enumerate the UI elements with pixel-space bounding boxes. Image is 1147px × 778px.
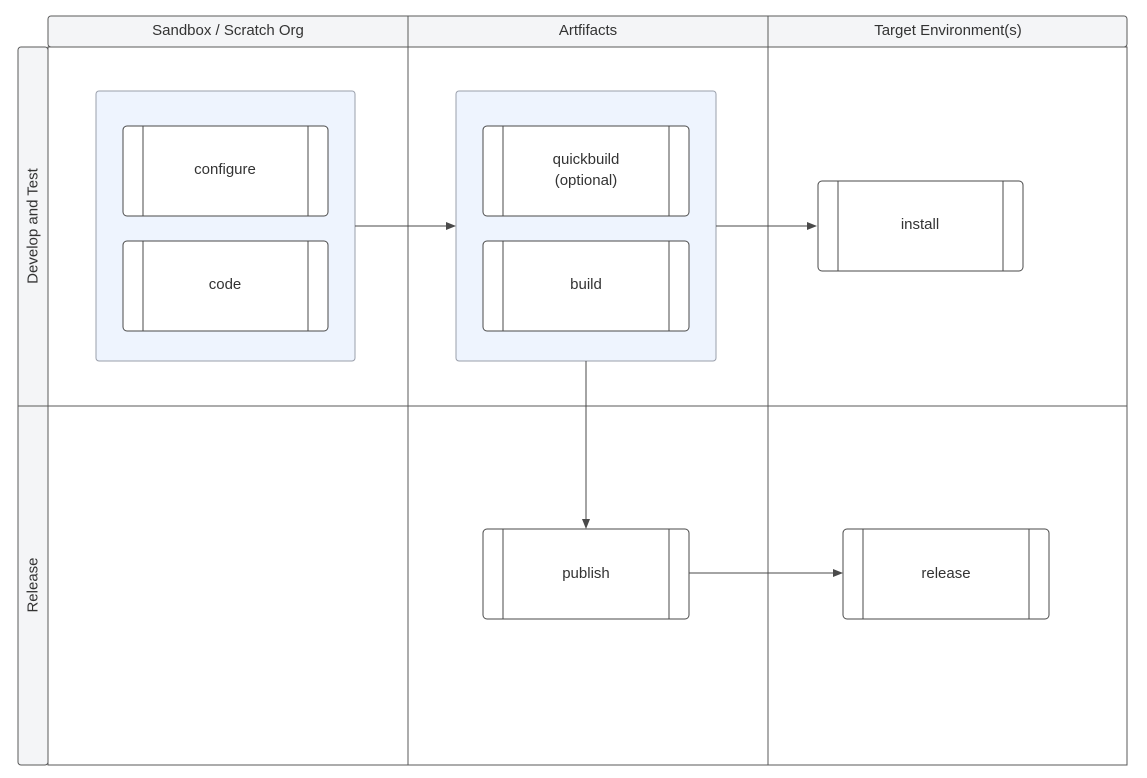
- node-build-label: build: [570, 276, 602, 293]
- row-header-develop-and-test: Develop and Test: [25, 167, 42, 283]
- node-quickbuild-label-line2: (optional): [555, 172, 618, 189]
- node-install-label: install: [901, 216, 939, 233]
- node-install[interactable]: install: [817, 180, 1024, 272]
- node-configure-label: configure: [194, 161, 256, 178]
- node-code[interactable]: code: [122, 240, 329, 332]
- node-code-label: code: [209, 276, 242, 293]
- column-header-sandbox: Sandbox / Scratch Org: [152, 22, 304, 39]
- node-release-label: release: [921, 565, 970, 582]
- node-release[interactable]: release: [842, 528, 1050, 620]
- row-header-release: Release: [25, 557, 42, 612]
- column-header-artifacts: Artfifacts: [559, 22, 617, 39]
- node-quickbuild[interactable]: quickbuild (optional): [482, 125, 690, 217]
- column-header-target: Target Environment(s): [874, 22, 1022, 39]
- node-quickbuild-label-line1: quickbuild: [553, 151, 620, 168]
- node-build[interactable]: build: [482, 240, 690, 332]
- node-publish-label: publish: [562, 565, 610, 582]
- node-publish[interactable]: publish: [482, 528, 690, 620]
- node-configure[interactable]: configure: [122, 125, 329, 217]
